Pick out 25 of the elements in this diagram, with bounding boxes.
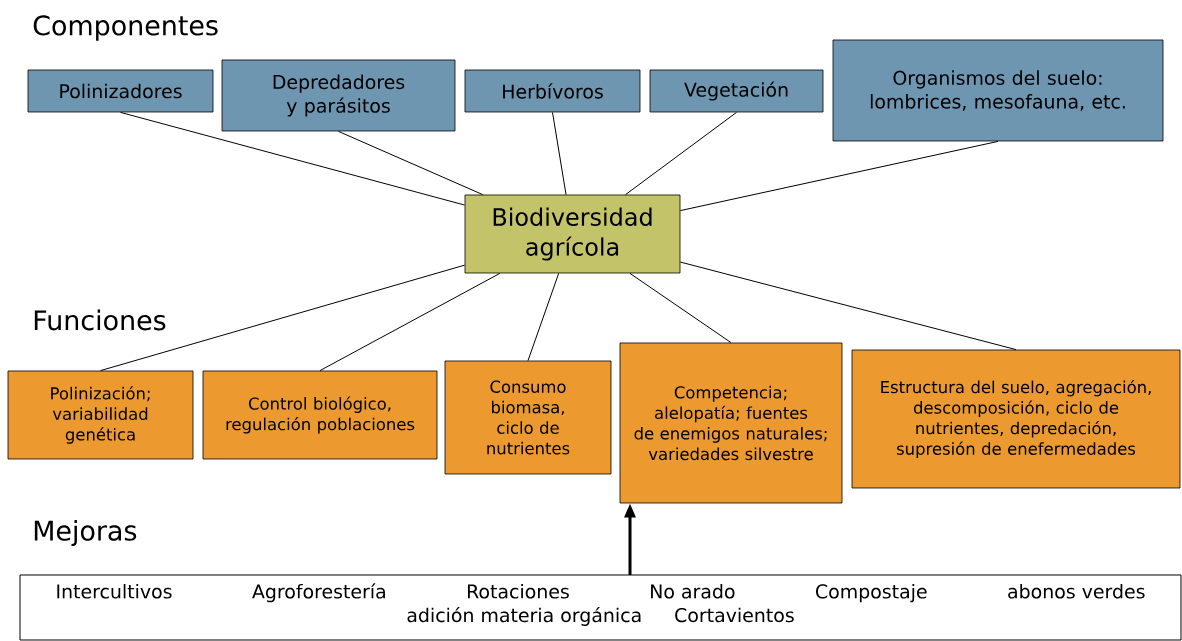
- connector-line: [679, 140, 999, 212]
- connector-line: [552, 111, 567, 196]
- connector-line: [679, 261, 1017, 351]
- component-box: Organismos del suelo: lombrices, mesofauna, etc.: [832, 39, 1164, 142]
- component-box: Depredadores y parásitos: [221, 59, 456, 132]
- connector-line: [100, 264, 466, 372]
- connector-line: [338, 130, 484, 196]
- section-heading: Funciones: [34, 309, 166, 331]
- section-heading: Componentes: [33, 15, 218, 41]
- center-box: Biodiversidad agrícola: [464, 194, 681, 274]
- function-box: Polinización; variabilidad genética: [7, 370, 194, 460]
- connector-line: [527, 272, 560, 362]
- function-box: Control biológico, regulación poblaciones: [202, 370, 438, 460]
- component-box: Vegetación: [649, 69, 824, 113]
- section-heading: Mejoras: [34, 520, 137, 546]
- component-box: Herbívoros: [464, 69, 641, 113]
- connector-line: [629, 272, 732, 344]
- function-box: Estructura del suelo, agregación, descomposición, ciclo de nutrientes, depredación, supresión de enefermedades: [851, 349, 1181, 489]
- function-box: Consumo biomasa, ciclo de nutrientes: [444, 360, 612, 475]
- connector-line: [625, 111, 737, 196]
- function-box: Competencia; alelopatía; fuentes de enemigos naturales; variedades silvestre: [619, 342, 843, 504]
- practices-box: Intercultivos Agroforestería Rotaciones No arado Compostaje abonos verdes adición materia orgánica Cortavientos: [19, 574, 1182, 641]
- component-box: Polinizadores: [27, 69, 214, 113]
- connector-line: [120, 111, 466, 206]
- connector-line: [319, 272, 501, 372]
